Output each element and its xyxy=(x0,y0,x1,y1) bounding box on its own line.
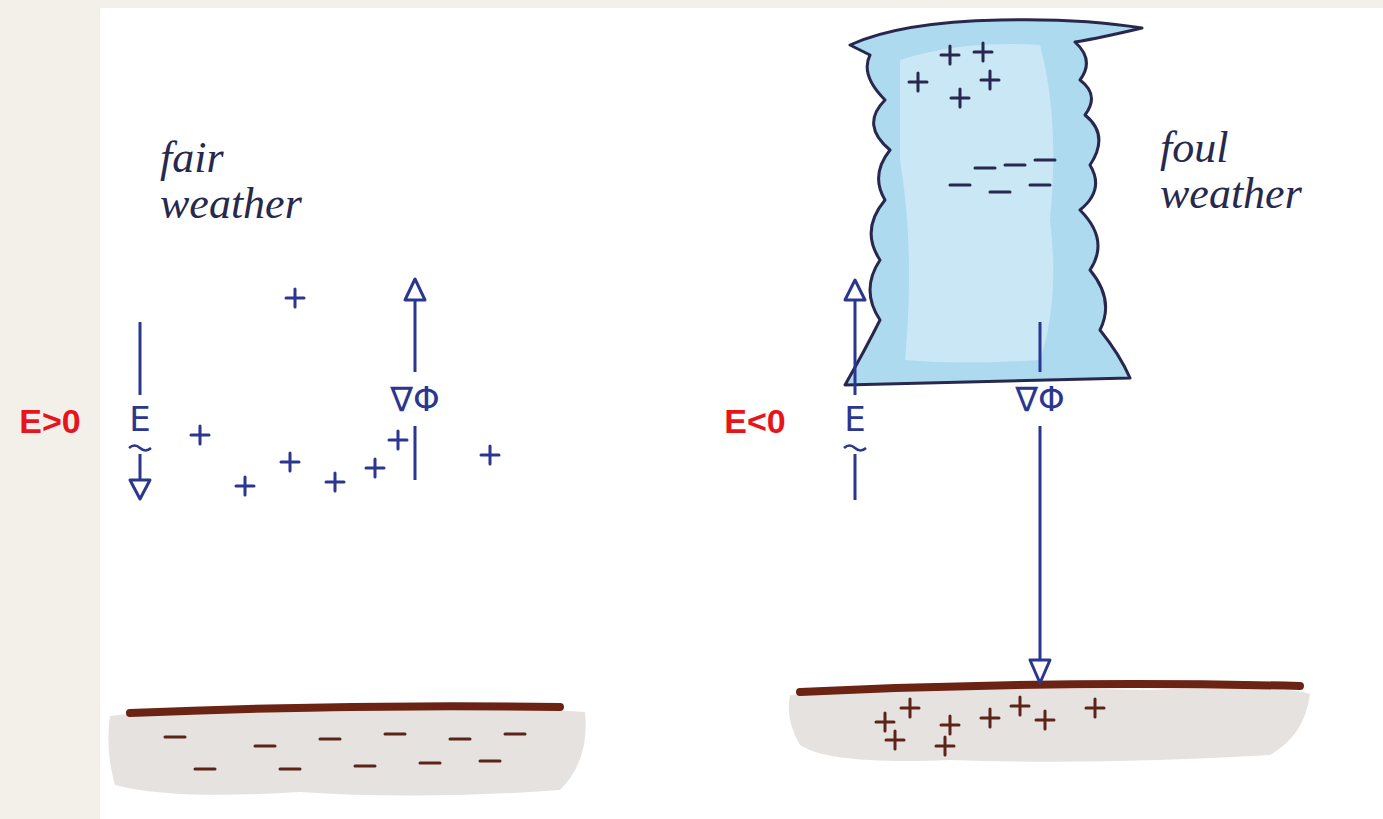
field-symbol: E xyxy=(844,400,865,439)
cloud-highlight xyxy=(900,44,1053,363)
arrow-head xyxy=(1030,660,1050,683)
gradient-symbol: ∇Φ xyxy=(390,380,440,419)
arrow-head xyxy=(845,280,865,300)
gradient-symbol: ∇Φ xyxy=(1015,380,1065,419)
ground-shading xyxy=(789,688,1310,762)
vector-tilde xyxy=(129,446,151,451)
positive-charge xyxy=(191,289,499,495)
vector-tilde xyxy=(844,446,866,451)
field-symbol: E xyxy=(129,400,150,439)
positive-charge xyxy=(876,697,1104,755)
positive-charge xyxy=(909,43,999,107)
ground-line xyxy=(130,706,560,713)
negative-charge xyxy=(950,160,1055,192)
gradient-arrow xyxy=(1039,322,1042,660)
panel-heading: foul weather xyxy=(1160,125,1335,217)
arrow-head xyxy=(130,480,150,499)
field-sign-label: E<0 xyxy=(724,402,785,441)
page-margin xyxy=(0,0,100,819)
ground-line xyxy=(800,684,1300,692)
storm-cloud xyxy=(845,20,1142,385)
page-margin xyxy=(0,0,1383,8)
field-sign-label: E>0 xyxy=(19,402,80,441)
negative-charge xyxy=(165,734,525,769)
panel-heading: fair weather xyxy=(160,135,335,227)
arrow-head xyxy=(405,279,425,300)
ground-shading xyxy=(108,708,585,796)
